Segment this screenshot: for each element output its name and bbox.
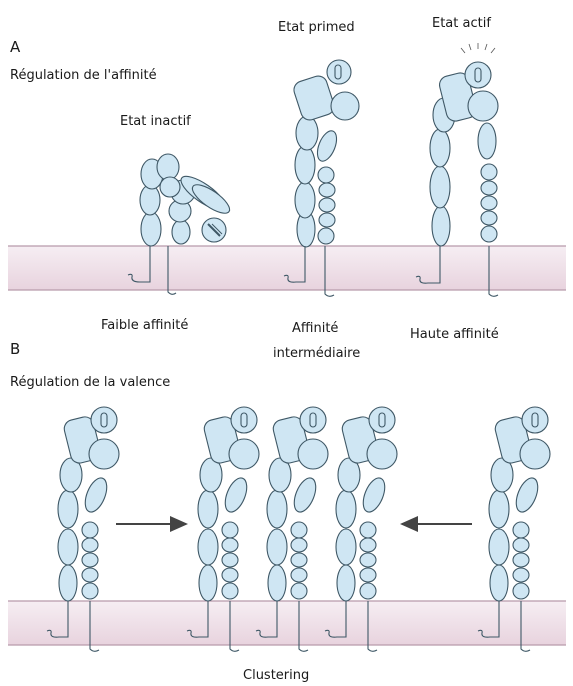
panel-b-title: Régulation de la valence [10,375,170,390]
integrin-primed [292,60,359,247]
state-inactive-label: Etat inactif [120,114,191,129]
clustering-label: Clustering [243,668,309,683]
affinity-low-label: Faible affinité [101,318,188,333]
panel-b-letter: B [10,340,20,358]
state-primed-label: Etat primed [278,20,355,35]
integrin-inactive [140,154,234,246]
affinity-mid-label-line2: intermédiaire [273,346,360,361]
affinity-mid-label-line1: Affinité [292,321,338,336]
membrane-a [8,246,566,290]
panel-a-letter: A [10,38,21,56]
integrin-active [430,62,498,246]
activation-sparkle-icon [461,43,495,53]
membrane-b [8,601,566,645]
state-active-label: Etat actif [432,16,491,31]
panel-a-title: Régulation de l'affinité [10,68,157,83]
affinity-high-label: Haute affinité [410,327,499,342]
